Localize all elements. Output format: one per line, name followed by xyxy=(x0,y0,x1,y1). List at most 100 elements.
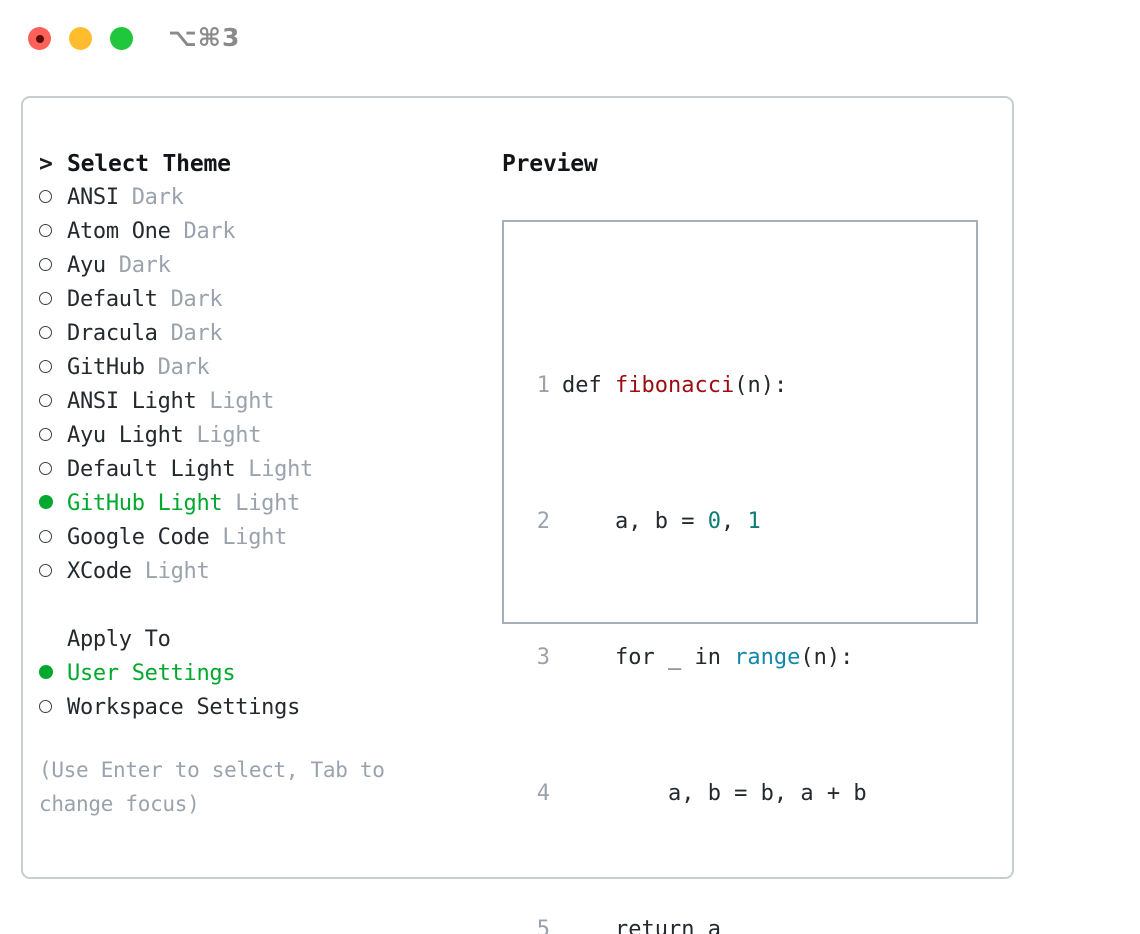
theme-option-tag xyxy=(158,283,171,317)
code-token: def xyxy=(562,373,615,398)
select-theme-title: Select Theme xyxy=(67,151,231,177)
theme-option-tag xyxy=(184,419,197,453)
theme-option-tag-text: Light xyxy=(209,389,275,414)
apply-to-workspace-settings[interactable]: Workspace Settings xyxy=(39,691,499,725)
theme-option-tag xyxy=(171,215,184,249)
theme-option-tag xyxy=(209,521,222,555)
theme-option-tag xyxy=(119,181,132,215)
code-line: 5 return a xyxy=(524,913,902,934)
radio-selected-icon[interactable] xyxy=(39,487,67,521)
code-token-function: fibonacci xyxy=(614,373,735,398)
radio-unselected-icon[interactable] xyxy=(39,249,67,283)
keyboard-hint-text: (Use Enter to select, Tab to change focu… xyxy=(39,758,385,816)
theme-option-label: Default xyxy=(67,287,158,312)
theme-option-tag-text: Dark xyxy=(170,321,223,346)
theme-option-tag-text: Light xyxy=(222,525,288,550)
theme-option-label: GitHub xyxy=(67,355,145,380)
theme-option-dracula-dark[interactable]: Dracula Dark xyxy=(39,317,499,351)
code-token: , xyxy=(720,509,748,534)
theme-option-label: Ayu Light xyxy=(67,423,184,448)
maximize-button[interactable] xyxy=(110,27,133,50)
theme-option-label: Default Light xyxy=(67,457,236,482)
radio-unselected-icon[interactable] xyxy=(39,317,67,351)
radio-unselected-icon[interactable] xyxy=(39,453,67,487)
code-token: a, b = b, a + b xyxy=(562,781,867,806)
theme-option-tag xyxy=(235,453,248,487)
theme-option-default-dark[interactable]: Default Dark xyxy=(39,283,499,317)
code-line: 4 a, b = b, a + b xyxy=(524,777,902,811)
radio-unselected-icon[interactable] xyxy=(39,419,67,453)
code-token-builtin: range xyxy=(734,645,801,670)
theme-option-tag xyxy=(222,487,235,521)
code-token: (n): xyxy=(734,373,788,398)
theme-option-label: Atom One xyxy=(67,219,171,244)
preview-title: Preview xyxy=(502,151,598,177)
keyboard-shortcut-label: ⌥⌘3 xyxy=(168,23,241,52)
theme-option-tag-text: Dark xyxy=(131,185,184,210)
section-divider-space xyxy=(39,589,499,623)
apply-to-user-settings[interactable]: User Settings xyxy=(39,657,499,691)
theme-option-default-light[interactable]: Default Light Light xyxy=(39,453,499,487)
radio-unselected-icon[interactable] xyxy=(39,181,67,215)
minimize-button[interactable] xyxy=(69,27,92,50)
code-line: 2 a, b = 0, 1 xyxy=(524,505,902,539)
theme-option-tag-text: Dark xyxy=(170,287,223,312)
line-number: 1 xyxy=(536,373,550,398)
theme-option-label: GitHub Light xyxy=(67,491,223,516)
theme-option-tag-text: Dark xyxy=(183,219,236,244)
theme-option-tag xyxy=(106,249,119,283)
apply-to-title: Apply To xyxy=(67,627,171,652)
radio-unselected-icon[interactable] xyxy=(39,521,67,555)
line-number: 5 xyxy=(536,917,550,934)
window-controls xyxy=(28,27,133,50)
code-token: for _ in xyxy=(562,645,735,670)
theme-option-tag-text: Light xyxy=(235,491,301,516)
apply-to-label: Workspace Settings xyxy=(67,695,301,720)
apply-to-label: User Settings xyxy=(67,661,236,686)
theme-option-xcode-light[interactable]: XCode Light xyxy=(39,555,499,589)
theme-option-google-code-light[interactable]: Google Code Light xyxy=(39,521,499,555)
theme-option-tag-text: Dark xyxy=(118,253,171,278)
theme-option-label: Ayu xyxy=(67,253,106,278)
theme-list-panel: > Select Theme ANSI Dark Atom One Dark xyxy=(39,147,499,821)
code-token: (n): xyxy=(800,645,854,670)
title-bar: ⌥⌘3 xyxy=(0,0,1140,78)
theme-option-tag xyxy=(132,555,145,589)
theme-option-label: XCode xyxy=(67,559,132,584)
code-token-number: 1 xyxy=(747,509,761,534)
line-number: 3 xyxy=(536,645,550,670)
theme-option-github-light[interactable]: GitHub Light Light xyxy=(39,487,499,521)
code-token-number: 0 xyxy=(707,509,721,534)
theme-option-atom-one-dark[interactable]: Atom One Dark xyxy=(39,215,499,249)
apply-to-header: Apply To xyxy=(39,623,499,657)
close-button[interactable] xyxy=(28,27,51,50)
theme-option-tag xyxy=(145,351,158,385)
theme-option-github-dark[interactable]: GitHub Dark xyxy=(39,351,499,385)
radio-unselected-icon[interactable] xyxy=(39,215,67,249)
line-number: 4 xyxy=(536,781,550,806)
code-line: 1 def fibonacci(n): xyxy=(524,369,902,403)
theme-option-tag xyxy=(196,385,209,419)
theme-option-tag-text: Dark xyxy=(157,355,210,380)
radio-unselected-icon[interactable] xyxy=(39,351,67,385)
radio-selected-icon[interactable] xyxy=(39,657,67,691)
code-token: return a xyxy=(562,917,721,934)
theme-option-label: ANSI xyxy=(67,185,119,210)
theme-option-tag xyxy=(158,317,171,351)
prompt-caret-icon: > xyxy=(39,151,53,177)
theme-option-ayu-light[interactable]: Ayu Light Light xyxy=(39,419,499,453)
radio-unselected-icon[interactable] xyxy=(39,555,67,589)
radio-unselected-icon[interactable] xyxy=(39,385,67,419)
theme-picker-dialog: > Select Theme ANSI Dark Atom One Dark xyxy=(21,96,1014,934)
theme-option-tag-text: Light xyxy=(144,559,210,584)
theme-option-ayu-dark[interactable]: Ayu Dark xyxy=(39,249,499,283)
radio-unselected-icon[interactable] xyxy=(39,691,67,725)
select-theme-header: > Select Theme xyxy=(39,147,499,181)
theme-option-ansi-light[interactable]: ANSI Light Light xyxy=(39,385,499,419)
radio-unselected-icon[interactable] xyxy=(39,283,67,317)
theme-option-ansi-dark[interactable]: ANSI Dark xyxy=(39,181,499,215)
